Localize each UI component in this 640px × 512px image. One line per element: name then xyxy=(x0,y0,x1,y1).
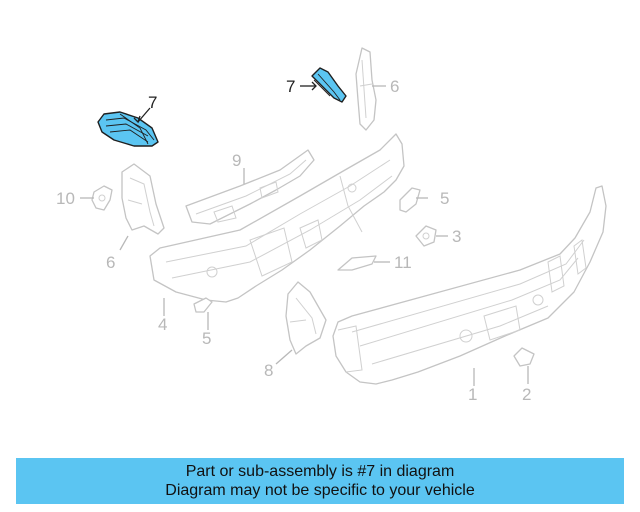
callout-10: 10 xyxy=(56,189,75,208)
callout-5-upper: 5 xyxy=(440,189,449,208)
part-11-clip[interactable] xyxy=(337,255,377,271)
part-5-upper-bracket[interactable] xyxy=(399,187,421,213)
callout-1: 1 xyxy=(468,385,477,404)
callouts: 7 7 6 9 10 5 3 6 11 4 5 8 1 2 xyxy=(56,77,531,404)
callout-6-upper: 6 xyxy=(390,77,399,96)
callout-6-lower: 6 xyxy=(106,253,115,272)
info-banner: Part or sub-assembly is #7 in diagram Di… xyxy=(16,458,624,504)
part-10-clip[interactable] xyxy=(91,185,113,211)
banner-line-part-number: Part or sub-assembly is #7 in diagram xyxy=(185,463,455,480)
part-7-pad-large[interactable] xyxy=(97,111,159,147)
part-6-upper-bracket[interactable] xyxy=(355,47,377,131)
part-6-side-bracket[interactable] xyxy=(121,163,165,235)
part-1-rear-panel[interactable] xyxy=(332,185,607,385)
callout-3: 3 xyxy=(452,227,461,246)
part-9-crossmember[interactable] xyxy=(185,149,315,225)
callout-8: 8 xyxy=(264,361,273,380)
callout-9: 9 xyxy=(232,151,241,170)
leader-lines xyxy=(80,81,529,386)
callout-11: 11 xyxy=(394,253,412,272)
part-8-bracket[interactable] xyxy=(285,281,327,355)
callout-7-small: 7 xyxy=(286,77,295,96)
part-5-lower-bracket[interactable] xyxy=(193,297,213,313)
banner-line-disclaimer: Diagram may not be specific to your vehi… xyxy=(165,482,475,499)
part-2-bracket[interactable] xyxy=(513,347,535,367)
part-4-body-panel[interactable] xyxy=(149,133,405,303)
part-3-bracket[interactable] xyxy=(415,225,437,247)
callout-5-lower: 5 xyxy=(202,329,211,348)
callout-2: 2 xyxy=(522,385,531,404)
callout-4: 4 xyxy=(158,315,167,334)
parts-diagram: 7 7 6 9 10 5 3 6 11 4 5 8 1 2 xyxy=(56,47,607,404)
part-7-pad-small[interactable] xyxy=(311,67,347,103)
callout-7-large: 7 xyxy=(148,93,157,112)
